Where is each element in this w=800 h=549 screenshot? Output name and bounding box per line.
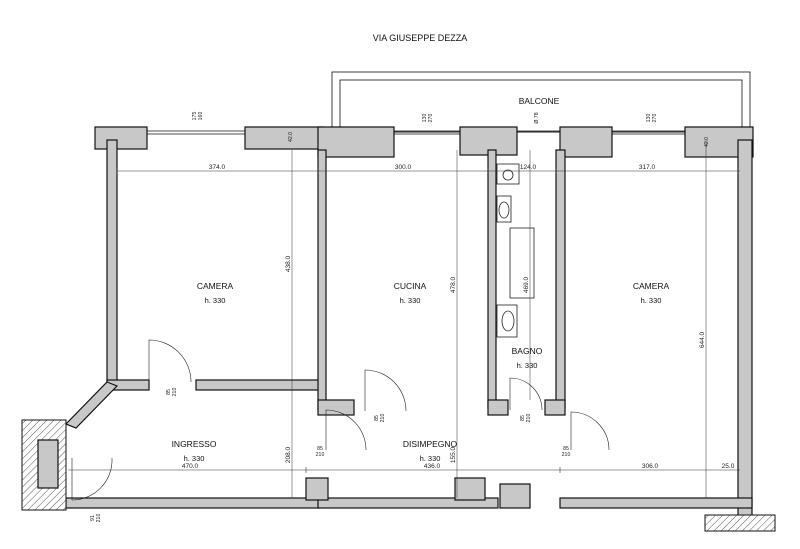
room-bagno-height: h. 330 — [517, 361, 538, 370]
door-cam2-b-label: 210 — [562, 452, 571, 458]
room-cucina-height: h. 330 — [400, 296, 421, 305]
room-disimpegno-name: DISIMPEGNO — [403, 439, 458, 449]
doors — [71, 339, 610, 501]
dim-644: 644.0 — [699, 331, 706, 348]
dim-25: 25.0 — [722, 463, 735, 470]
dim-300: 300.0 — [395, 164, 412, 171]
door-bag-a-label: 85 — [520, 415, 526, 421]
win2-top-label: 130 — [422, 114, 428, 123]
door-cam1-b-label: 210 — [172, 388, 178, 397]
room-camera-1-height: h. 330 — [205, 296, 226, 305]
win1-bot-label: 160 — [198, 112, 204, 121]
door-entrance-b-label: 210 — [96, 514, 102, 523]
dim-470: 470.0 — [182, 463, 199, 470]
balcony-door-label: Ø 78 — [534, 112, 540, 123]
door-cuc-a-label: 85 — [374, 415, 380, 421]
dimension-labels: 374.0 300.0 124.0 317.0 470.0 436.0 306.… — [182, 132, 735, 470]
bathroom-fixtures — [496, 163, 535, 338]
dim-208: 208.0 — [285, 446, 292, 463]
door-ing-b-label: 210 — [316, 452, 325, 458]
dimension-lines — [68, 140, 740, 498]
dim-438: 438.0 — [285, 255, 292, 272]
dim-436: 436.0 — [424, 463, 441, 470]
room-labels: CAMERA h. 330 CUCINA h. 330 CAMERA h. 33… — [172, 281, 670, 463]
walls — [21, 126, 776, 532]
win1-top-label: 175 — [192, 112, 198, 121]
street-label: VIA GIUSEPPE DEZZA — [373, 33, 468, 43]
room-ingresso-height: h. 330 — [184, 454, 205, 463]
dim-306: 306.0 — [642, 463, 659, 470]
room-cucina-name: CUCINA — [394, 281, 427, 291]
room-camera-2-height: h. 330 — [641, 296, 662, 305]
room-ingresso-name: INGRESSO — [172, 439, 217, 449]
dim-42-right: 42.0 — [704, 137, 710, 147]
dim-155: 155.0 — [450, 446, 457, 463]
dim-374: 374.0 — [209, 164, 226, 171]
door-cuc-b-label: 210 — [380, 414, 386, 423]
door-entrance-a-label: 91 — [90, 515, 96, 521]
door-cam1-a-label: 85 — [166, 389, 172, 395]
win3-bot-label: 270 — [652, 114, 658, 123]
dim-124: 124.0 — [520, 164, 537, 171]
windows — [147, 130, 685, 135]
room-camera-2-name: CAMERA — [633, 281, 670, 291]
door-bag-b-label: 210 — [526, 414, 532, 423]
door-ing-a-label: 85 — [317, 446, 323, 452]
room-bagno-name: BAGNO — [512, 346, 543, 356]
balcony-label: BALCONE — [519, 96, 560, 106]
door-cam2-a-label: 85 — [563, 446, 569, 452]
dim-42-left: 42.0 — [288, 132, 294, 142]
room-camera-1-name: CAMERA — [197, 281, 234, 291]
win2-bot-label: 270 — [428, 114, 434, 123]
win3-top-label: 130 — [646, 114, 652, 123]
room-disimpegno-height: h. 330 — [420, 454, 441, 463]
balcony: BALCONE — [331, 71, 751, 133]
opening-labels: 175 160 130 270 Ø 78 130 270 85 210 85 2… — [90, 112, 658, 523]
dim-469: 469.0 — [523, 276, 530, 293]
dim-478: 478.0 — [450, 276, 457, 293]
dim-317: 317.0 — [639, 164, 656, 171]
